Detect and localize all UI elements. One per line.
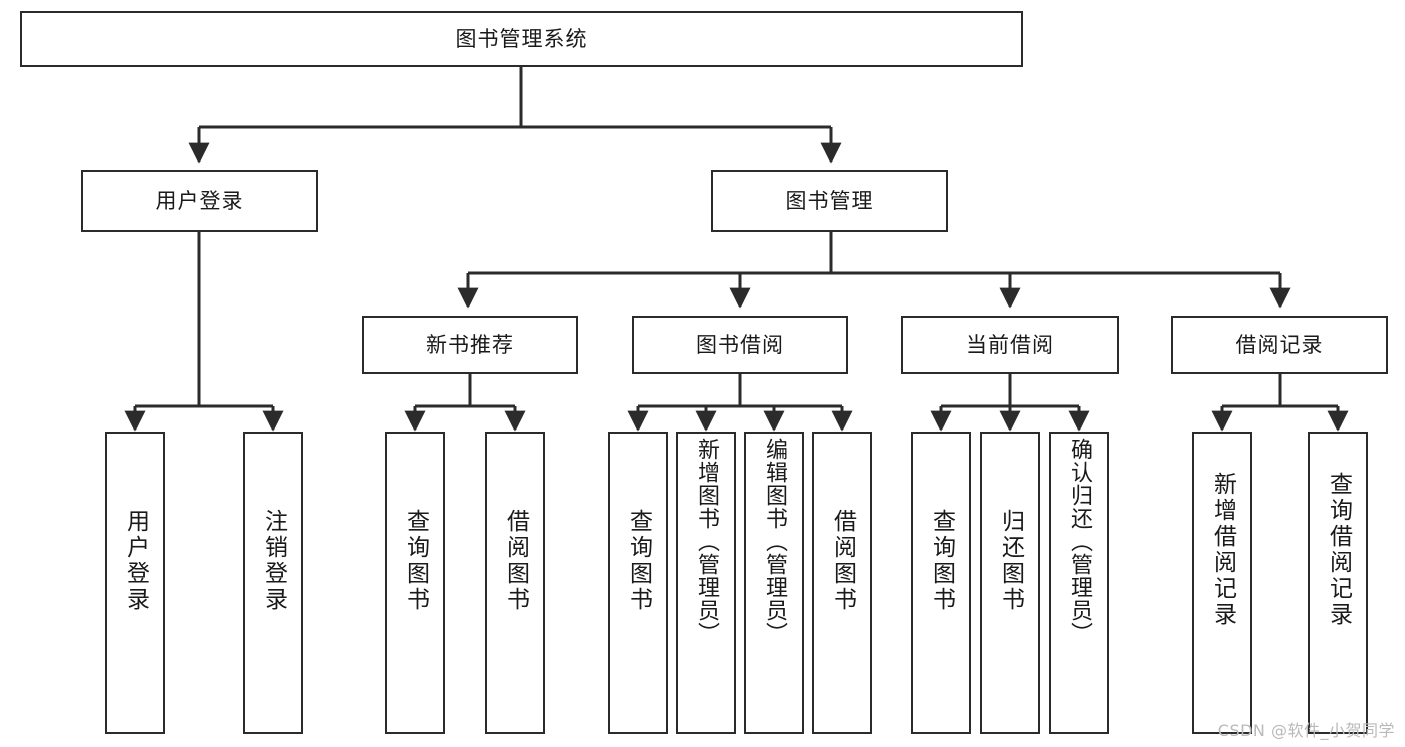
node-label: 归还图书 — [997, 509, 1024, 613]
node-leaf-edit-book-admin[interactable]: 编辑图书（管理员） — [744, 432, 804, 734]
node-book-borrow[interactable]: 图书借阅 — [632, 316, 848, 374]
node-leaf-add-book-admin[interactable]: 新增图书（管理员） — [676, 432, 736, 734]
node-label: 用户登录 — [155, 188, 244, 213]
csdn-watermark: CSDN @软件_小贺同学 — [1217, 721, 1395, 740]
node-leaf-query-book[interactable]: 查询图书 — [608, 432, 668, 734]
node-label: 借阅记录 — [1235, 332, 1324, 357]
node-label: 编辑图书（管理员） — [762, 438, 787, 645]
node-leaf-borrow-book[interactable]: 借阅图书 — [812, 432, 872, 734]
node-borrow-record[interactable]: 借阅记录 — [1171, 316, 1388, 374]
node-label: 查询借阅记录 — [1325, 472, 1352, 628]
node-leaf-borrow-book-new[interactable]: 借阅图书 — [485, 432, 545, 734]
node-book-management[interactable]: 图书管理 — [711, 170, 948, 232]
node-leaf-query-book-new[interactable]: 查询图书 — [385, 432, 445, 734]
node-label: 新增借阅记录 — [1209, 472, 1236, 628]
node-label: 新增图书（管理员） — [694, 438, 719, 645]
node-label: 新书推荐 — [426, 332, 514, 357]
node-leaf-query-book-current[interactable]: 查询图书 — [911, 432, 971, 734]
node-label: 用户登录 — [122, 509, 149, 613]
node-label: 确认归还（管理员） — [1067, 438, 1092, 645]
node-label: 图书借阅 — [696, 332, 784, 357]
node-label: 借阅图书 — [502, 509, 529, 613]
node-leaf-logout[interactable]: 注销登录 — [243, 432, 303, 734]
node-new-book-recommend[interactable]: 新书推荐 — [362, 316, 578, 374]
node-leaf-return-book[interactable]: 归还图书 — [980, 432, 1040, 734]
node-label: 当前借阅 — [966, 332, 1054, 357]
node-leaf-query-borrow-record[interactable]: 查询借阅记录 — [1308, 432, 1368, 734]
node-label: 查询图书 — [402, 509, 429, 613]
node-label: 借阅图书 — [829, 509, 856, 613]
node-user-login[interactable]: 用户登录 — [81, 170, 318, 232]
node-current-borrow[interactable]: 当前借阅 — [901, 316, 1119, 374]
node-leaf-add-borrow-record[interactable]: 新增借阅记录 — [1192, 432, 1252, 734]
node-label: 图书管理 — [785, 188, 874, 213]
node-leaf-user-login[interactable]: 用户登录 — [105, 432, 165, 734]
node-label: 图书管理系统 — [455, 26, 588, 51]
node-label: 注销登录 — [260, 509, 287, 613]
node-label: 查询图书 — [625, 509, 652, 613]
node-leaf-confirm-return-admin[interactable]: 确认归还（管理员） — [1049, 432, 1109, 734]
node-root-book-management-system[interactable]: 图书管理系统 — [20, 11, 1023, 67]
node-label: 查询图书 — [928, 509, 955, 613]
